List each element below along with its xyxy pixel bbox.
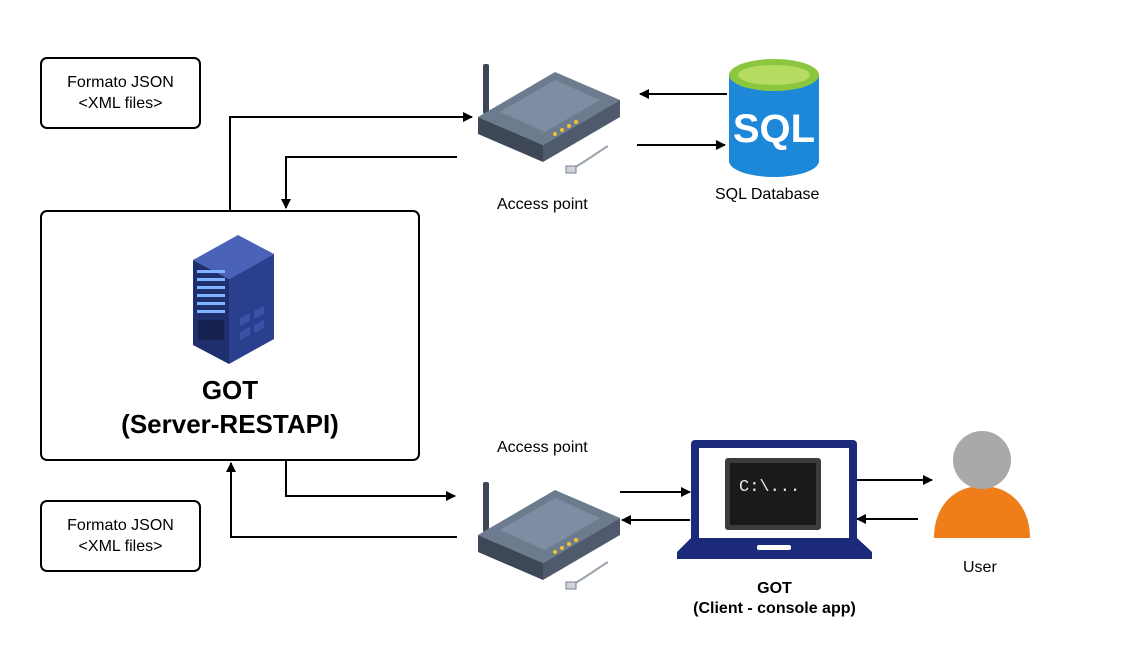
arrow-server-to-ap-bottom (285, 461, 456, 501)
server-title: GOT (201, 375, 259, 405)
server-icon (193, 235, 274, 364)
user-label: User (963, 559, 997, 576)
router-top-icon (478, 64, 620, 174)
router-bottom-icon (478, 482, 620, 590)
server-node: GOT (Server-RESTAPI) (40, 210, 420, 461)
client-subtitle: (Client - console app) (693, 600, 856, 617)
database-icon: SQL (729, 59, 819, 177)
arrow-ap-bottom-to-server (226, 462, 457, 538)
note-line2: <XML files> (78, 538, 163, 555)
note-json-top: Formato JSON <XML files> (40, 57, 201, 129)
arrow-server-to-ap-top (229, 112, 473, 210)
note-json-bottom: Formato JSON <XML files> (40, 500, 201, 572)
note-line1: Formato JSON (67, 517, 174, 534)
access-point-bottom-label: Access point (497, 439, 588, 456)
sql-icon-text: SQL (733, 107, 815, 151)
note-line2: <XML files> (78, 95, 163, 112)
laptop-icon: C:\... (677, 440, 872, 559)
access-point-top-label: Access point (497, 196, 588, 213)
client-title: GOT (757, 580, 792, 597)
arrow-ap-top-to-server (281, 156, 457, 209)
user-icon (934, 431, 1030, 538)
note-line1: Formato JSON (67, 74, 174, 91)
server-subtitle: (Server-RESTAPI) (121, 409, 339, 439)
database-label: SQL Database (715, 186, 820, 203)
console-screen-text: C:\... (739, 478, 800, 497)
